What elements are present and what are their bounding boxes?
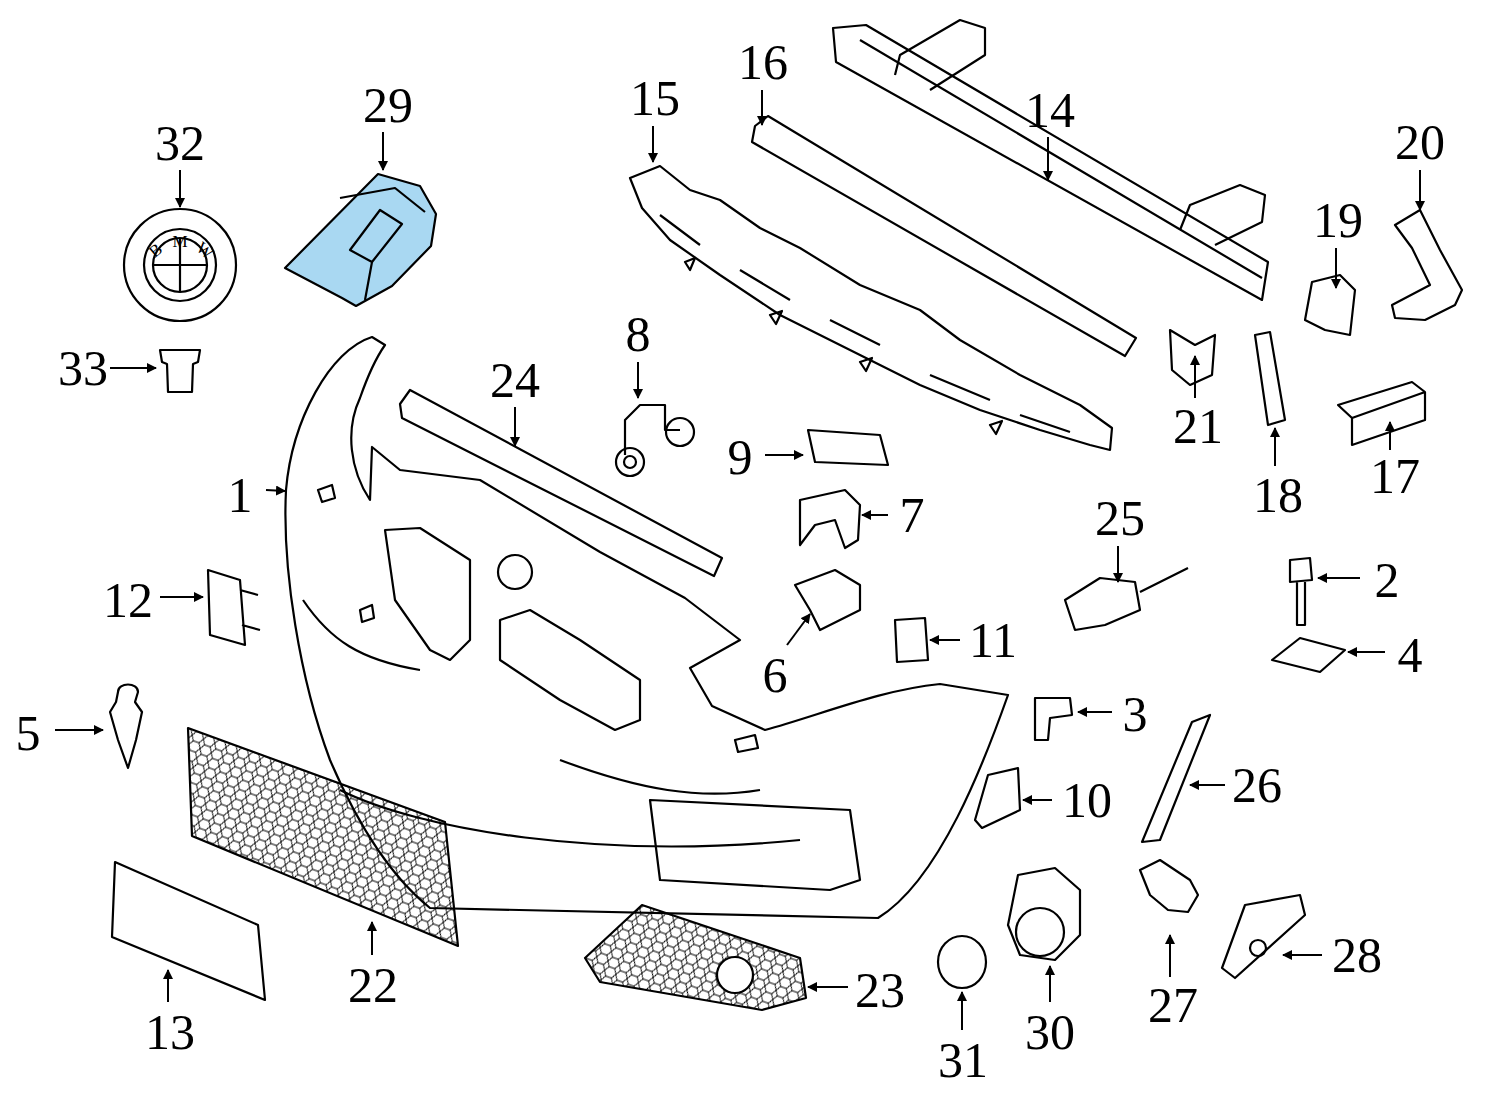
callout-number: 8 bbox=[626, 309, 651, 359]
foam-block bbox=[1338, 382, 1425, 445]
bracket-19 bbox=[1305, 275, 1355, 335]
callout-number: 13 bbox=[145, 1007, 195, 1057]
grommet bbox=[160, 350, 200, 392]
callout-number: 7 bbox=[900, 490, 925, 540]
clip-3 bbox=[1035, 698, 1072, 740]
callout-number: 26 bbox=[1232, 760, 1282, 810]
callout-number: 5 bbox=[16, 708, 41, 758]
callout-number: 21 bbox=[1173, 401, 1223, 451]
bracket-7 bbox=[800, 490, 860, 548]
callout-number: 24 bbox=[490, 355, 540, 405]
callout-number: 17 bbox=[1370, 451, 1420, 501]
energy-absorber bbox=[630, 166, 1112, 450]
callout-number: 28 bbox=[1332, 930, 1382, 980]
callout-number: 20 bbox=[1395, 117, 1445, 167]
emblem-letter: M bbox=[172, 233, 187, 250]
clip-12 bbox=[208, 570, 260, 645]
callout-number: 29 bbox=[363, 80, 413, 130]
callout-number: 16 bbox=[738, 37, 788, 87]
fog-lamp-ring bbox=[717, 957, 753, 993]
callout-number: 30 bbox=[1025, 1007, 1075, 1057]
callout-number: 25 bbox=[1095, 493, 1145, 543]
sensor-30 bbox=[1008, 868, 1080, 960]
sensor-face bbox=[1016, 908, 1064, 956]
emblem-letter: W bbox=[193, 238, 216, 261]
sensor-cap bbox=[938, 936, 986, 988]
sensor-25 bbox=[1065, 568, 1188, 630]
callout-number: 11 bbox=[969, 615, 1017, 665]
callout-number: 9 bbox=[728, 432, 753, 482]
callout-number: 4 bbox=[1398, 630, 1423, 680]
callout-number: 18 bbox=[1253, 470, 1303, 520]
emblem bbox=[124, 209, 236, 321]
callout-number: 23 bbox=[855, 965, 905, 1015]
callout-number: 10 bbox=[1062, 775, 1112, 825]
bracket-21 bbox=[1170, 330, 1215, 385]
bolt bbox=[1290, 558, 1312, 625]
bracket-20 bbox=[1392, 210, 1462, 320]
bracket-18 bbox=[1255, 332, 1285, 425]
clip-10 bbox=[975, 768, 1020, 828]
callout-number: 2 bbox=[1375, 555, 1400, 605]
clip-11 bbox=[895, 618, 928, 662]
callout-number: 12 bbox=[103, 575, 153, 625]
expanding-rivet bbox=[110, 685, 142, 769]
leader-arrows bbox=[55, 90, 1420, 1030]
bracket-8 bbox=[616, 405, 694, 476]
callout-number: 22 bbox=[348, 960, 398, 1010]
trim-26 bbox=[1142, 715, 1210, 842]
camera-27 bbox=[1140, 860, 1198, 912]
callout-number: 1 bbox=[228, 470, 253, 520]
license-plate-base bbox=[112, 862, 265, 1000]
cover-9 bbox=[808, 430, 888, 465]
callout-number: 3 bbox=[1123, 689, 1148, 739]
callout-number: 32 bbox=[155, 118, 205, 168]
callout-number: 27 bbox=[1148, 980, 1198, 1030]
highlighted-bracket bbox=[285, 174, 436, 306]
fog-grille bbox=[585, 905, 806, 1010]
callout-number: 14 bbox=[1025, 85, 1075, 135]
callout-number: 19 bbox=[1313, 195, 1363, 245]
trim-hole bbox=[1250, 940, 1266, 956]
reinforcement-beam bbox=[833, 20, 1268, 300]
callout-number: 15 bbox=[630, 73, 680, 123]
callout-number: 6 bbox=[763, 650, 788, 700]
trim-28 bbox=[1222, 895, 1305, 978]
callout-number: 33 bbox=[58, 343, 108, 393]
callout-number: 31 bbox=[938, 1035, 988, 1085]
nut-clip bbox=[1272, 638, 1345, 672]
